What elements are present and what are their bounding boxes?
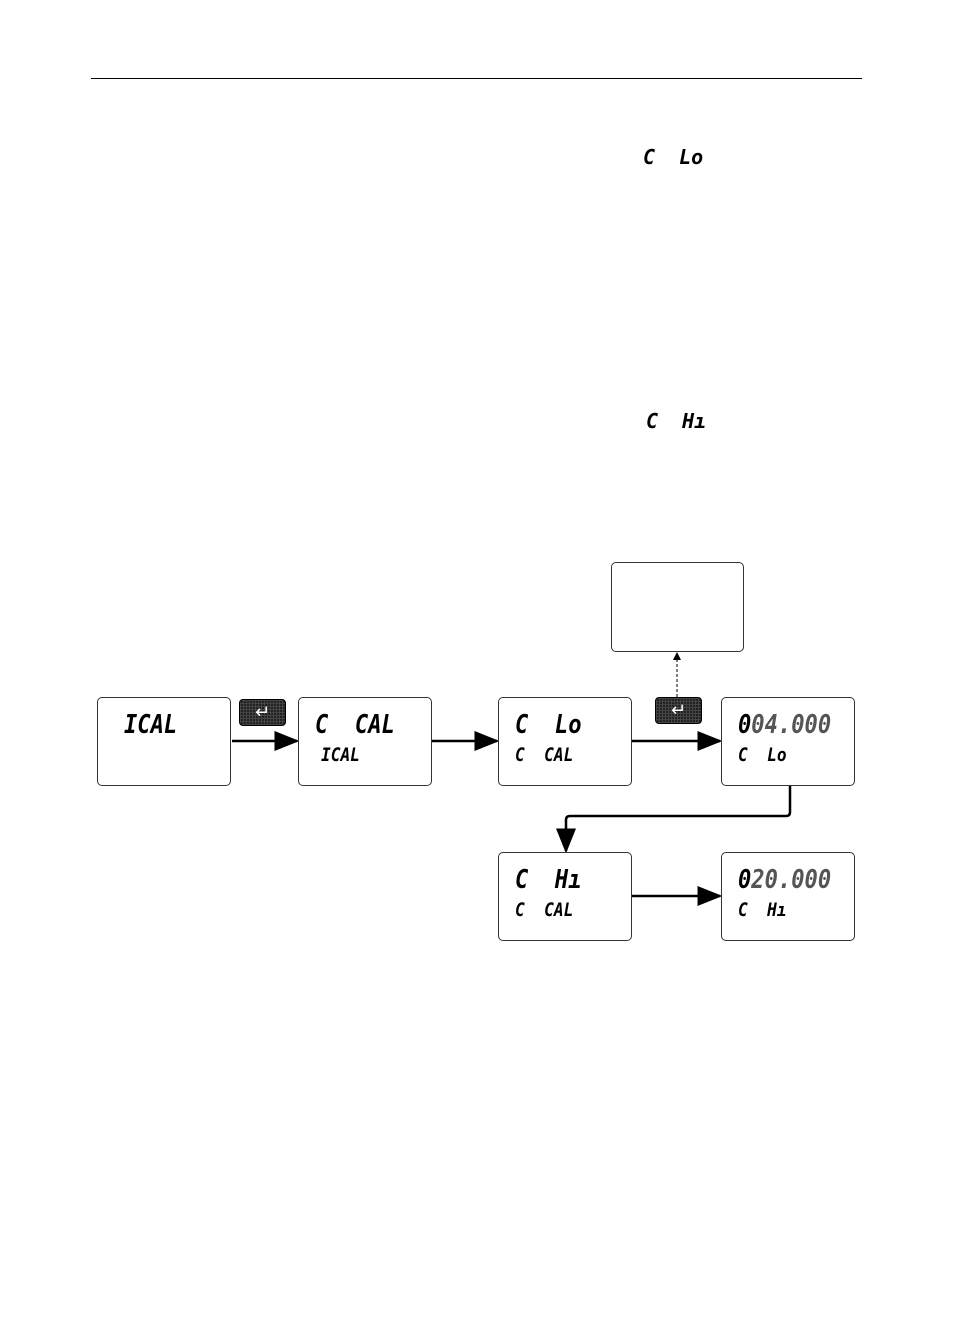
display-bottom: C CAL [515, 744, 574, 766]
value-digits: 20.000 [751, 865, 832, 895]
display-box-c-hi: C Hı C CAL [498, 852, 632, 941]
display-bottom: ICAL [321, 744, 360, 766]
display-top: C Hı [515, 865, 582, 895]
empty-box [611, 562, 744, 652]
display-bottom: C CAL [515, 899, 574, 921]
display-top: C CAL [315, 710, 395, 740]
value-digits: 04.000 [751, 710, 832, 740]
display-top: 020.000 [738, 867, 831, 893]
display-top: C Lo [515, 710, 582, 740]
enter-key-icon: ↵ [239, 699, 286, 726]
lcd-text-c-lo: C Lo [643, 145, 704, 169]
enter-key-icon: ↵ [655, 697, 702, 724]
display-bottom: C Lo [738, 744, 787, 766]
display-box-c-hi-value: 020.000 C Hı [721, 852, 855, 941]
header-rule [91, 78, 862, 79]
display-box-c-lo: C Lo C CAL [498, 697, 632, 786]
active-digit: 0 [738, 710, 752, 740]
arrow-4-5 [556, 786, 792, 854]
display-bottom: C Hı [738, 899, 787, 921]
lcd-text-c-hi: C Hı [646, 409, 707, 433]
display-box-ical: ICAL [97, 697, 231, 786]
display-top: 004.000 [738, 712, 831, 738]
display-top: ICAL [124, 710, 178, 740]
active-digit: 0 [738, 865, 752, 895]
display-box-c-lo-value: 004.000 C Lo [721, 697, 855, 786]
display-box-c-cal: C CAL ICAL [298, 697, 432, 786]
